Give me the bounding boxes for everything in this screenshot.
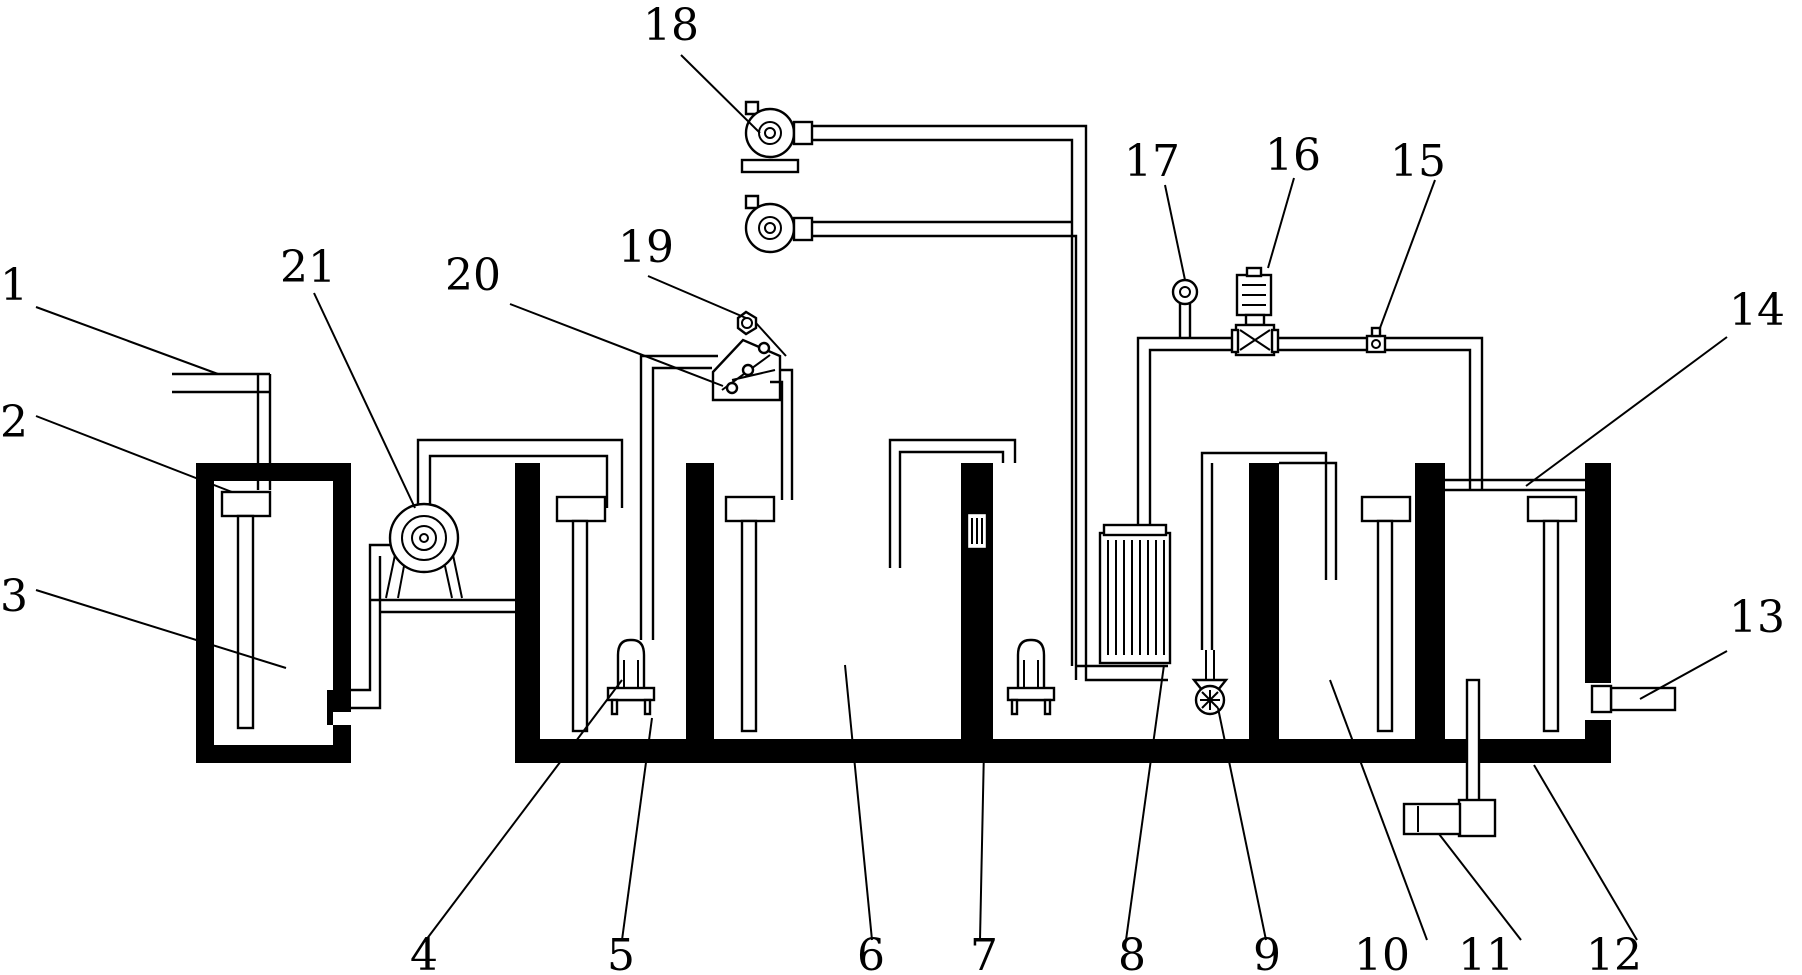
label-9: 9 xyxy=(1253,930,1281,975)
label-11: 11 xyxy=(1458,930,1514,975)
pressure-gauge-17 xyxy=(1171,278,1199,306)
air-pipe xyxy=(812,124,1168,682)
aerator-4 xyxy=(606,638,656,716)
heater-rod-3 xyxy=(1360,495,1412,733)
label-17: 17 xyxy=(1124,136,1180,187)
suction-pump-16 xyxy=(1230,266,1280,357)
label-5: 5 xyxy=(607,930,635,975)
label-6: 6 xyxy=(857,930,885,975)
mixer-motor-11 xyxy=(1402,678,1497,838)
pump-9 xyxy=(1191,650,1229,716)
feed-pipe-20 xyxy=(639,354,718,640)
label-2: 2 xyxy=(0,397,28,448)
flotation-unit-20 xyxy=(711,338,794,500)
centrifugal-pump-21 xyxy=(385,438,624,599)
label-21: 21 xyxy=(280,242,336,293)
left-tank xyxy=(196,463,351,763)
label-15: 15 xyxy=(1390,136,1446,187)
label-20: 20 xyxy=(445,250,501,301)
screen-7 xyxy=(965,511,989,551)
label-8: 8 xyxy=(1118,930,1146,975)
label-13: 13 xyxy=(1729,592,1785,643)
label-3: 3 xyxy=(0,571,28,622)
heater-rod-2 xyxy=(724,495,776,733)
main-tank xyxy=(515,463,1611,763)
label-18: 18 xyxy=(643,0,699,51)
baffle-6 xyxy=(888,438,1017,568)
label-19: 19 xyxy=(618,222,674,273)
valve-19 xyxy=(736,310,787,357)
aerator-7 xyxy=(1006,638,1056,716)
outlet-pipe xyxy=(1278,336,1484,490)
discharge-pipe-13 xyxy=(1609,686,1677,712)
transfer-pipe xyxy=(351,543,520,710)
label-4: 4 xyxy=(410,930,438,975)
label-1: 1 xyxy=(0,260,28,311)
label-16: 16 xyxy=(1265,130,1321,181)
label-7: 7 xyxy=(970,930,998,975)
heater-rod-4 xyxy=(1526,495,1578,733)
leader-lines xyxy=(35,54,1728,941)
label-10: 10 xyxy=(1354,930,1410,975)
label-14: 14 xyxy=(1729,285,1785,336)
membrane-module-8 xyxy=(1098,523,1172,665)
label-12: 12 xyxy=(1586,930,1642,975)
blower-18-bottom xyxy=(744,194,814,254)
overflow-pipe-14 xyxy=(1445,478,1585,492)
check-valve-15 xyxy=(1365,326,1387,354)
permeate-pipe xyxy=(1136,303,1232,525)
blower-18-top xyxy=(740,100,814,174)
heater-rod-left xyxy=(220,490,272,730)
baffle-10 xyxy=(1200,451,1338,650)
inlet-pipe xyxy=(172,372,272,490)
heater-rod-1 xyxy=(555,495,607,733)
